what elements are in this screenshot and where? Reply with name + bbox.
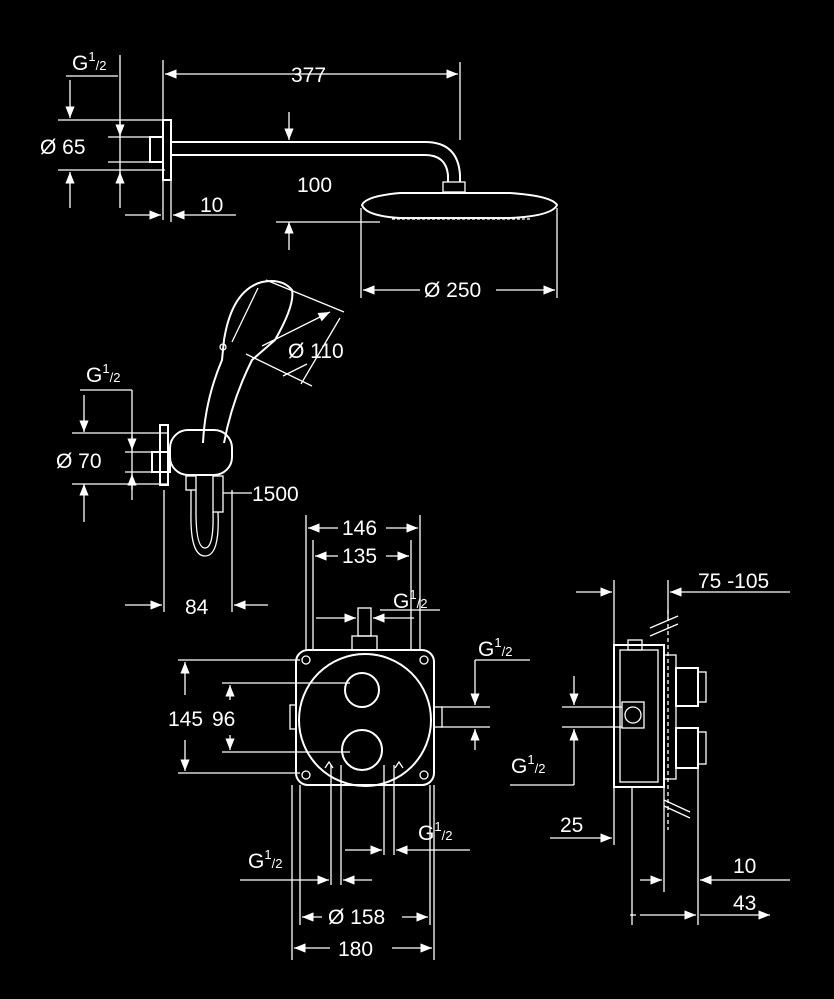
overhead-arm-length-label: 377 <box>291 64 326 87</box>
hand-shower-diameter-label: Ø 110 <box>288 340 344 363</box>
mixer-side-view <box>613 610 707 830</box>
hand-shower-dimension-lines <box>72 279 345 612</box>
handle-spacing-96-label: 96 <box>212 708 235 731</box>
overhead-wall-offset-label: 10 <box>200 194 223 217</box>
plate-width-135-label: 135 <box>342 545 377 568</box>
hand-shower <box>151 280 294 557</box>
side-thread-label: G1/2 <box>511 752 545 778</box>
overhead-head-diameter-label: Ø 250 <box>424 279 481 302</box>
bottom-right-thread-label: G1/2 <box>418 819 452 845</box>
wall-outlet-thread-label: G1/2 <box>86 361 120 387</box>
mixer-front-dimension-lines <box>178 515 530 960</box>
holder-projection-label: 84 <box>185 596 209 619</box>
overhead-thread-label: G1/2 <box>72 49 106 75</box>
wall-outlet-diameter-label: Ø 70 <box>56 450 102 473</box>
overhead-drop-label: 100 <box>297 174 332 197</box>
mixer-front-view <box>289 607 443 787</box>
side-offset-43-label: 43 <box>733 892 756 915</box>
side-offset-10-label: 10 <box>733 855 756 878</box>
plate-diameter-label: Ø 158 <box>328 906 385 929</box>
side-offset-25-label: 25 <box>560 814 583 837</box>
install-depth-label: 75 -105 <box>698 570 769 593</box>
plate-height-145-label: 145 <box>168 708 203 731</box>
right-inlet-thread-label: G1/2 <box>478 635 512 661</box>
overhead-flange-diameter-label: Ø 65 <box>40 136 86 159</box>
bottom-left-thread-label: G1/2 <box>248 847 282 873</box>
overhead-shower <box>149 119 559 220</box>
mixer-side-dimension-lines <box>510 580 790 925</box>
top-inlet-thread-label: G1/2 <box>393 587 427 613</box>
box-width-label: 180 <box>338 938 373 961</box>
overhead-dimension-lines <box>58 55 558 298</box>
plate-width-146-label: 146 <box>342 517 377 540</box>
hose-length-label: 1500 <box>252 483 299 506</box>
